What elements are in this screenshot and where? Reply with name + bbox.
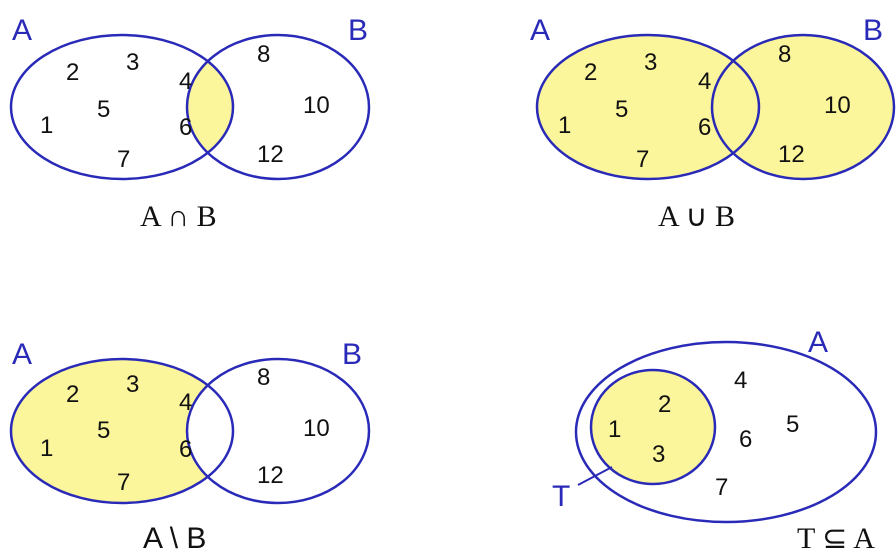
element: 7 [117,469,130,496]
set-b-label: B [348,14,368,47]
element: 7 [636,146,649,173]
set-b-circle [710,33,896,181]
element: 2 [658,391,671,418]
element: 12 [778,141,805,168]
element: 8 [257,364,270,391]
element: 10 [303,92,330,119]
element: 1 [40,435,53,462]
set-t-circle [589,368,717,486]
set-b-mask [187,359,369,503]
element: 12 [257,462,284,489]
element: 6 [179,114,192,141]
element: 6 [698,114,711,141]
element: 5 [97,417,110,444]
element: 2 [66,381,79,408]
element: 2 [66,59,79,86]
venn-difference: A B 2 3 5 1 7 4 6 8 10 12 A \ B [9,338,371,553]
element: 2 [584,59,597,86]
element: 8 [257,41,270,68]
set-b-label: B [342,338,362,371]
element: 1 [40,112,53,139]
venn-intersection: A B 2 3 5 1 7 4 6 8 10 12 A ∩ B [9,14,371,233]
element: 10 [303,415,330,442]
set-t-fill [591,370,715,484]
element: 3 [652,441,665,468]
set-t-pointer [577,466,613,486]
element: 4 [698,68,711,95]
caption: T ⊆ A [797,522,875,553]
element: 3 [126,371,139,398]
set-a-fill [537,35,759,179]
element: 4 [179,389,192,416]
element: 4 [179,68,192,95]
set-b-fill [712,35,894,179]
element: 7 [117,146,130,173]
set-a-label: A [12,338,32,371]
set-a-circle [574,340,878,524]
element: 3 [126,49,139,76]
set-t-label: T [552,480,570,513]
set-a-circle [535,33,761,181]
set-b-circle [185,357,371,505]
set-a-fill [11,359,233,503]
caption: A ∩ B [140,200,217,233]
caption: A ∪ B [658,200,735,233]
element: 5 [615,96,628,123]
venn-union: A B 2 3 5 1 7 4 6 8 10 12 A ∪ B [530,14,896,233]
element: 10 [824,92,851,119]
element: 3 [644,49,657,76]
venn-subset: A T 2 1 3 4 5 6 7 T ⊆ A [552,326,878,553]
set-a-label: A [530,14,550,47]
set-a-label: A [12,14,32,47]
element: 6 [179,436,192,463]
set-a-label: A [808,326,828,359]
set-b-circle [185,33,371,181]
element: 5 [786,411,799,438]
element: 12 [257,141,284,168]
element: 4 [734,367,747,394]
element: 7 [715,474,728,501]
element: 1 [608,416,621,443]
element: 6 [739,426,752,453]
caption: A \ B [143,522,206,553]
set-a-circle [9,33,235,181]
element: 1 [558,112,571,139]
set-a-circle [9,357,235,505]
element: 8 [778,41,791,68]
set-b-label: B [863,14,883,47]
element: 5 [97,96,110,123]
